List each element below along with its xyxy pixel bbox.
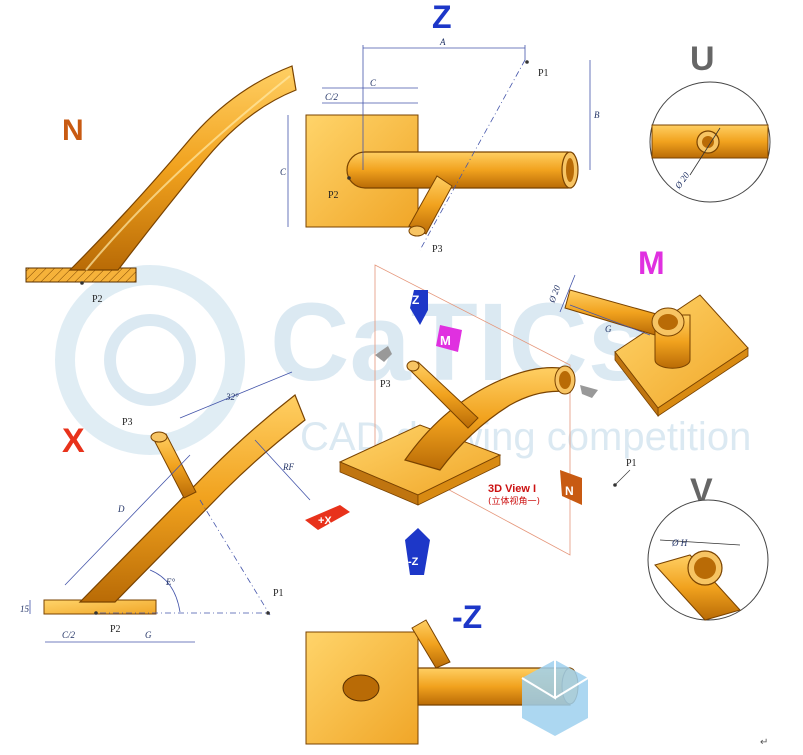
- arrow-neg-z: -Z: [405, 528, 430, 575]
- view-m: M Ø 20 G: [546, 245, 749, 418]
- footer-mark: ↵: [760, 737, 768, 748]
- svg-text:-Z: -Z: [408, 556, 419, 568]
- point-p1-3d: P1: [626, 458, 637, 469]
- dim-c-half-x: C/2: [62, 630, 76, 640]
- center-title: 3D View I: [488, 483, 536, 495]
- dim-c-side: C: [280, 167, 287, 177]
- dim-d-x: D: [117, 504, 125, 514]
- point-p1-x: P1: [273, 588, 284, 599]
- view-3d: P3 P1 3D View I (立体视角一) Z M N +X: [305, 264, 637, 575]
- dim-rf: RF: [282, 462, 294, 472]
- view-neg-z: -Z: [305, 599, 589, 745]
- svg-text:M: M: [440, 333, 451, 348]
- point-p2-x: P2: [110, 624, 121, 635]
- pipe-z: [346, 151, 569, 189]
- projection-plane: [374, 264, 571, 556]
- point-p2-n: P2: [92, 294, 103, 305]
- arrow-grey-left: [375, 346, 392, 362]
- view-label-z: Z: [432, 0, 452, 35]
- svg-text:+X: +X: [318, 515, 332, 527]
- dim-a: A: [439, 37, 446, 47]
- dim-h-v: Ø H: [671, 538, 688, 548]
- pipe-x: [78, 394, 306, 603]
- point-p3-x: P3: [122, 417, 133, 428]
- branch-z: [408, 175, 453, 235]
- pipe-v: [654, 554, 741, 621]
- view-n: N P2: [25, 65, 297, 305]
- center-subtitle: (立体视角一): [488, 495, 540, 507]
- point-p1-z: P1: [538, 68, 549, 79]
- view-z: Z A C/2 C C B P1 P2 P3: [280, 0, 600, 255]
- view-label-m: M: [638, 245, 665, 281]
- arrow-grey-right: [580, 385, 598, 398]
- arrow-z: Z: [410, 290, 428, 325]
- view-label-neg-z: -Z: [452, 599, 482, 635]
- dim-e: E°: [165, 577, 175, 587]
- arrow-m: M: [436, 325, 462, 352]
- svg-text:Z: Z: [412, 293, 419, 307]
- point-p3-z: P3: [432, 244, 443, 255]
- dim-b: B: [594, 110, 600, 120]
- svg-text:N: N: [565, 484, 574, 498]
- view-x: X D 32° RF E° 15 C/2 G P2 P1 P3: [20, 371, 311, 643]
- dim-15: 15: [20, 604, 30, 614]
- branch-neg-z: [411, 619, 451, 669]
- point-p2-z: P2: [328, 190, 339, 201]
- dim-g-m: G: [605, 324, 612, 334]
- arrow-x: +X: [305, 505, 350, 530]
- point-p3-3d: P3: [380, 379, 391, 390]
- dim-c-half: C/2: [325, 92, 339, 102]
- view-label-n: N: [62, 114, 84, 147]
- arrow-n: N: [560, 470, 582, 505]
- view-label-x: X: [62, 422, 85, 460]
- view-label-u: U: [690, 40, 715, 78]
- dim-c-top: C: [370, 78, 377, 88]
- dim-angle32: 32°: [225, 392, 239, 402]
- view-u: U Ø 20: [649, 40, 771, 203]
- dim-g-x: G: [145, 630, 152, 640]
- view-v: V Ø H: [647, 472, 769, 621]
